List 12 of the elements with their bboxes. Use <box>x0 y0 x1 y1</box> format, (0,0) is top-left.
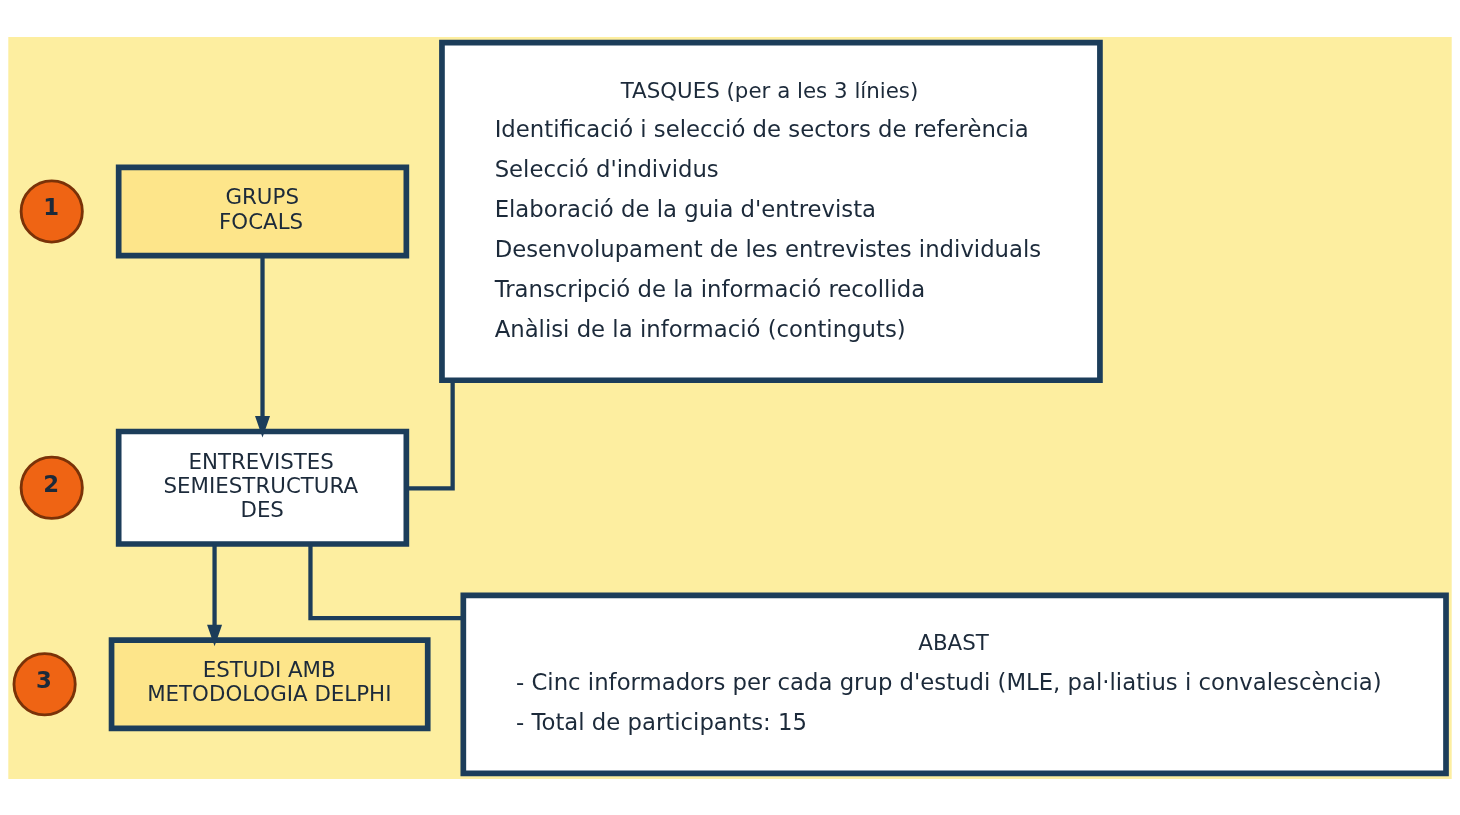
node-circle: 1 <box>19 178 84 243</box>
node-circle: 3 <box>12 651 77 716</box>
arrow <box>207 543 223 646</box>
node-box: ESTUDI AMB METODOLOGIA DELPHI <box>108 636 431 731</box>
connector <box>308 543 464 620</box>
node-box: ABAST - Cinc informadors per cada grup d'estudi (MLE, pal·liatius i convalescència) - Total de participants: 15 <box>460 591 1449 776</box>
node-box: TASQUES (per a les 3 línies) Identificació i selecció de sectors de referència Selecció d'individus Elaboració de la guia d'entrevista Desenvolupament de les entrevistes individuals Transcripció de la informació recollida Anàlisi de la informació (continguts) <box>439 39 1103 383</box>
node-box: GRUPS FOCALS <box>115 163 410 258</box>
arrow <box>255 255 270 437</box>
node-circle: 2 <box>19 455 84 520</box>
connector <box>406 380 455 491</box>
node-box: ENTREVISTES SEMIESTRUCTURA DES <box>115 428 410 547</box>
